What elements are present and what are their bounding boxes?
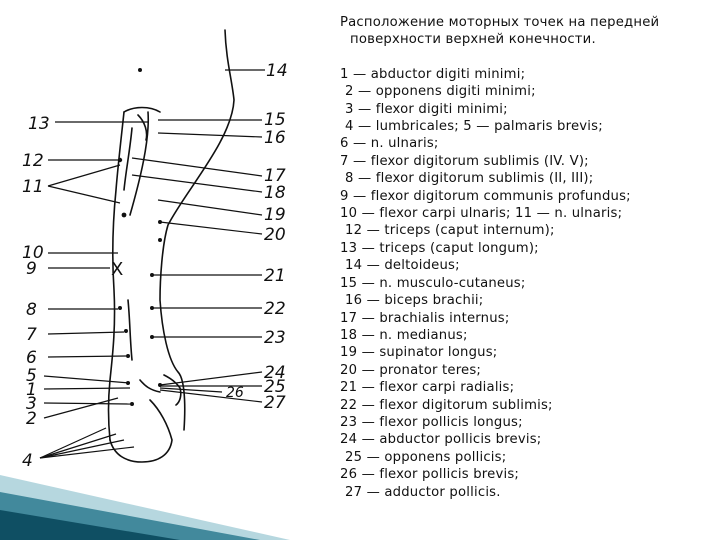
legend-item: 10 — flexor carpi ulnaris; 11 — n. ulnar… xyxy=(340,205,715,222)
legend-item: 27 — adductor pollicis. xyxy=(340,484,715,501)
label-6: 6 xyxy=(26,348,37,368)
legend-item: 6 — n. ulnaris; xyxy=(340,135,715,152)
thumb-outline xyxy=(164,375,181,405)
legend-item: 1 — abductor digiti minimi; xyxy=(340,66,715,83)
label-22: 22 xyxy=(264,299,286,319)
legend-title-line-1: Расположение моторных точек на передней xyxy=(340,14,715,31)
legend-item: 4 — lumbricales; 5 — palmaris brevis; xyxy=(340,118,715,135)
label-12: 12 xyxy=(22,151,44,171)
label-9: 9 xyxy=(26,259,37,279)
label-21: 21 xyxy=(264,266,286,286)
legend-item: 7 — flexor digitorum sublimis (IV. V); xyxy=(340,153,715,170)
legend-item: 15 — n. musculo-cutaneus; xyxy=(340,275,715,292)
label-18: 18 xyxy=(264,183,286,203)
legend-item: 23 — flexor pollicis longus; xyxy=(340,414,715,431)
label-8: 8 xyxy=(26,300,37,320)
legend-item: 3 — flexor digiti minimi; xyxy=(340,101,715,118)
legend-item: 17 — brachialis internus; xyxy=(340,310,715,327)
label-13: 13 xyxy=(28,114,50,134)
label-20: 20 xyxy=(264,225,286,245)
label-2: 2 xyxy=(26,409,37,429)
legend-item: 22 — flexor digitorum sublimis; xyxy=(340,397,715,414)
label-14: 14 xyxy=(266,61,288,81)
legend-list: 1 — abductor digiti minimi;2 — opponens … xyxy=(340,66,715,501)
legend-item: 20 — pronator teres; xyxy=(340,362,715,379)
legend-item: 26 — flexor pollicis brevis; xyxy=(340,466,715,483)
legend-item: 16 — biceps brachii; xyxy=(340,292,715,309)
shoulder-outline xyxy=(124,108,160,113)
legend-item: 21 — flexor carpi radialis; xyxy=(340,379,715,396)
label-16: 16 xyxy=(264,128,286,148)
label-23: 23 xyxy=(264,328,286,348)
legend-item: 9 — flexor digitorum communis profundus; xyxy=(340,188,715,205)
legend-item: 14 — deltoideus; xyxy=(340,257,715,274)
label-11: 11 xyxy=(22,177,44,197)
label-7: 7 xyxy=(26,325,37,345)
svg-text:X: X xyxy=(111,259,123,280)
label-19: 19 xyxy=(264,205,286,225)
legend-item: 12 — triceps (caput internum); xyxy=(340,222,715,239)
slide-corner-decoration xyxy=(0,430,290,540)
legend-item: 2 — opponens digiti minimi; xyxy=(340,83,715,100)
legend-item: 18 — n. medianus; xyxy=(340,327,715,344)
legend-panel: Расположение моторных точек на передней … xyxy=(340,14,715,501)
legend-item: 19 — supinator longus; xyxy=(340,344,715,361)
label-26: 26 xyxy=(226,385,244,401)
legend-title-line-2: поверхности верхней конечности. xyxy=(340,31,715,48)
label-27: 27 xyxy=(264,393,286,413)
legend-item: 25 — opponens pollicis; xyxy=(340,449,715,466)
legend-item: 13 — triceps (caput longum); xyxy=(340,240,715,257)
legend-item: 8 — flexor digitorum sublimis (II, III); xyxy=(340,170,715,187)
legend-item: 24 — abductor pollicis brevis; xyxy=(340,431,715,448)
label-15: 15 xyxy=(264,110,286,130)
